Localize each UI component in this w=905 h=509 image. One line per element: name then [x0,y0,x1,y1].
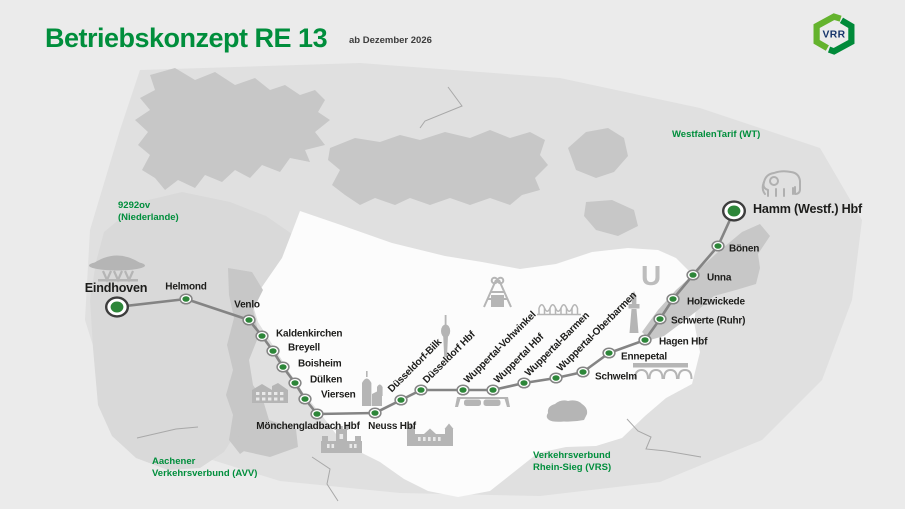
station-marker-kaldenkirchen [255,330,269,342]
evoluon-icon [89,255,145,283]
station-marker-düsseldorf-hbf [414,384,428,396]
station-marker-helmond [179,293,193,305]
townhouse-icon [252,383,288,403]
station-marker-bönen [711,240,725,252]
vrr-logo-text: VRR [822,30,845,41]
station-marker-boisheim [276,361,290,373]
station-marker-schwerte-ruhr [653,313,667,325]
schwebebahn-icon [455,397,510,407]
district-borders [136,86,702,502]
page-title: Betriebskonzept RE 13 [45,23,328,53]
vrr-logo: VRR [813,13,855,55]
station-marker-unna [686,269,700,281]
station-marker-holzwickede [666,293,680,305]
station-marker-breyell [266,345,280,357]
region-dark-patches [135,68,770,457]
station-marker-dülken [288,377,302,389]
abbey-castle-icon [321,426,362,453]
vrr-logo-left-chevron [813,13,842,51]
page-subtitle: ab Dezember 2026 [349,35,432,46]
station-marker-neuss-hbf [368,407,382,419]
observation-tower-icon [628,291,640,333]
station-marker-wuppertal-oberbarmen [549,372,563,384]
station-marker-wuppertal-hbf [486,384,500,396]
glass-elephant-icon [761,170,801,197]
minster-icon [362,371,383,406]
station-marker-ennepetal [602,347,616,359]
station-marker-hagen-hbf [638,334,652,346]
station-marker-eindhoven [104,296,129,318]
station-marker-viersen [298,393,312,405]
palace-icon [406,423,454,446]
vrr-logo-right-chevron [827,17,855,55]
stadium-icon [537,304,581,316]
station-marker-wuppertal-vohwinkel [456,384,470,396]
station-marker-wuppertal-barmen [517,377,531,389]
dortmund-u-icon: U [641,260,661,291]
station-marker-düsseldorf-bilk [394,394,408,406]
viaduct-icon [633,363,693,380]
station-marker-venlo [242,314,256,326]
rheinturm-icon [441,315,451,357]
colliery-headframe-icon [483,276,512,308]
station-marker-schwelm [576,366,590,378]
region-vrr-white [252,211,700,497]
station-marker-hamm-westf-hbf [722,200,747,222]
station-marker-mönchengladbach-hbf [310,408,324,420]
lion-sculpture-icon [546,400,588,422]
